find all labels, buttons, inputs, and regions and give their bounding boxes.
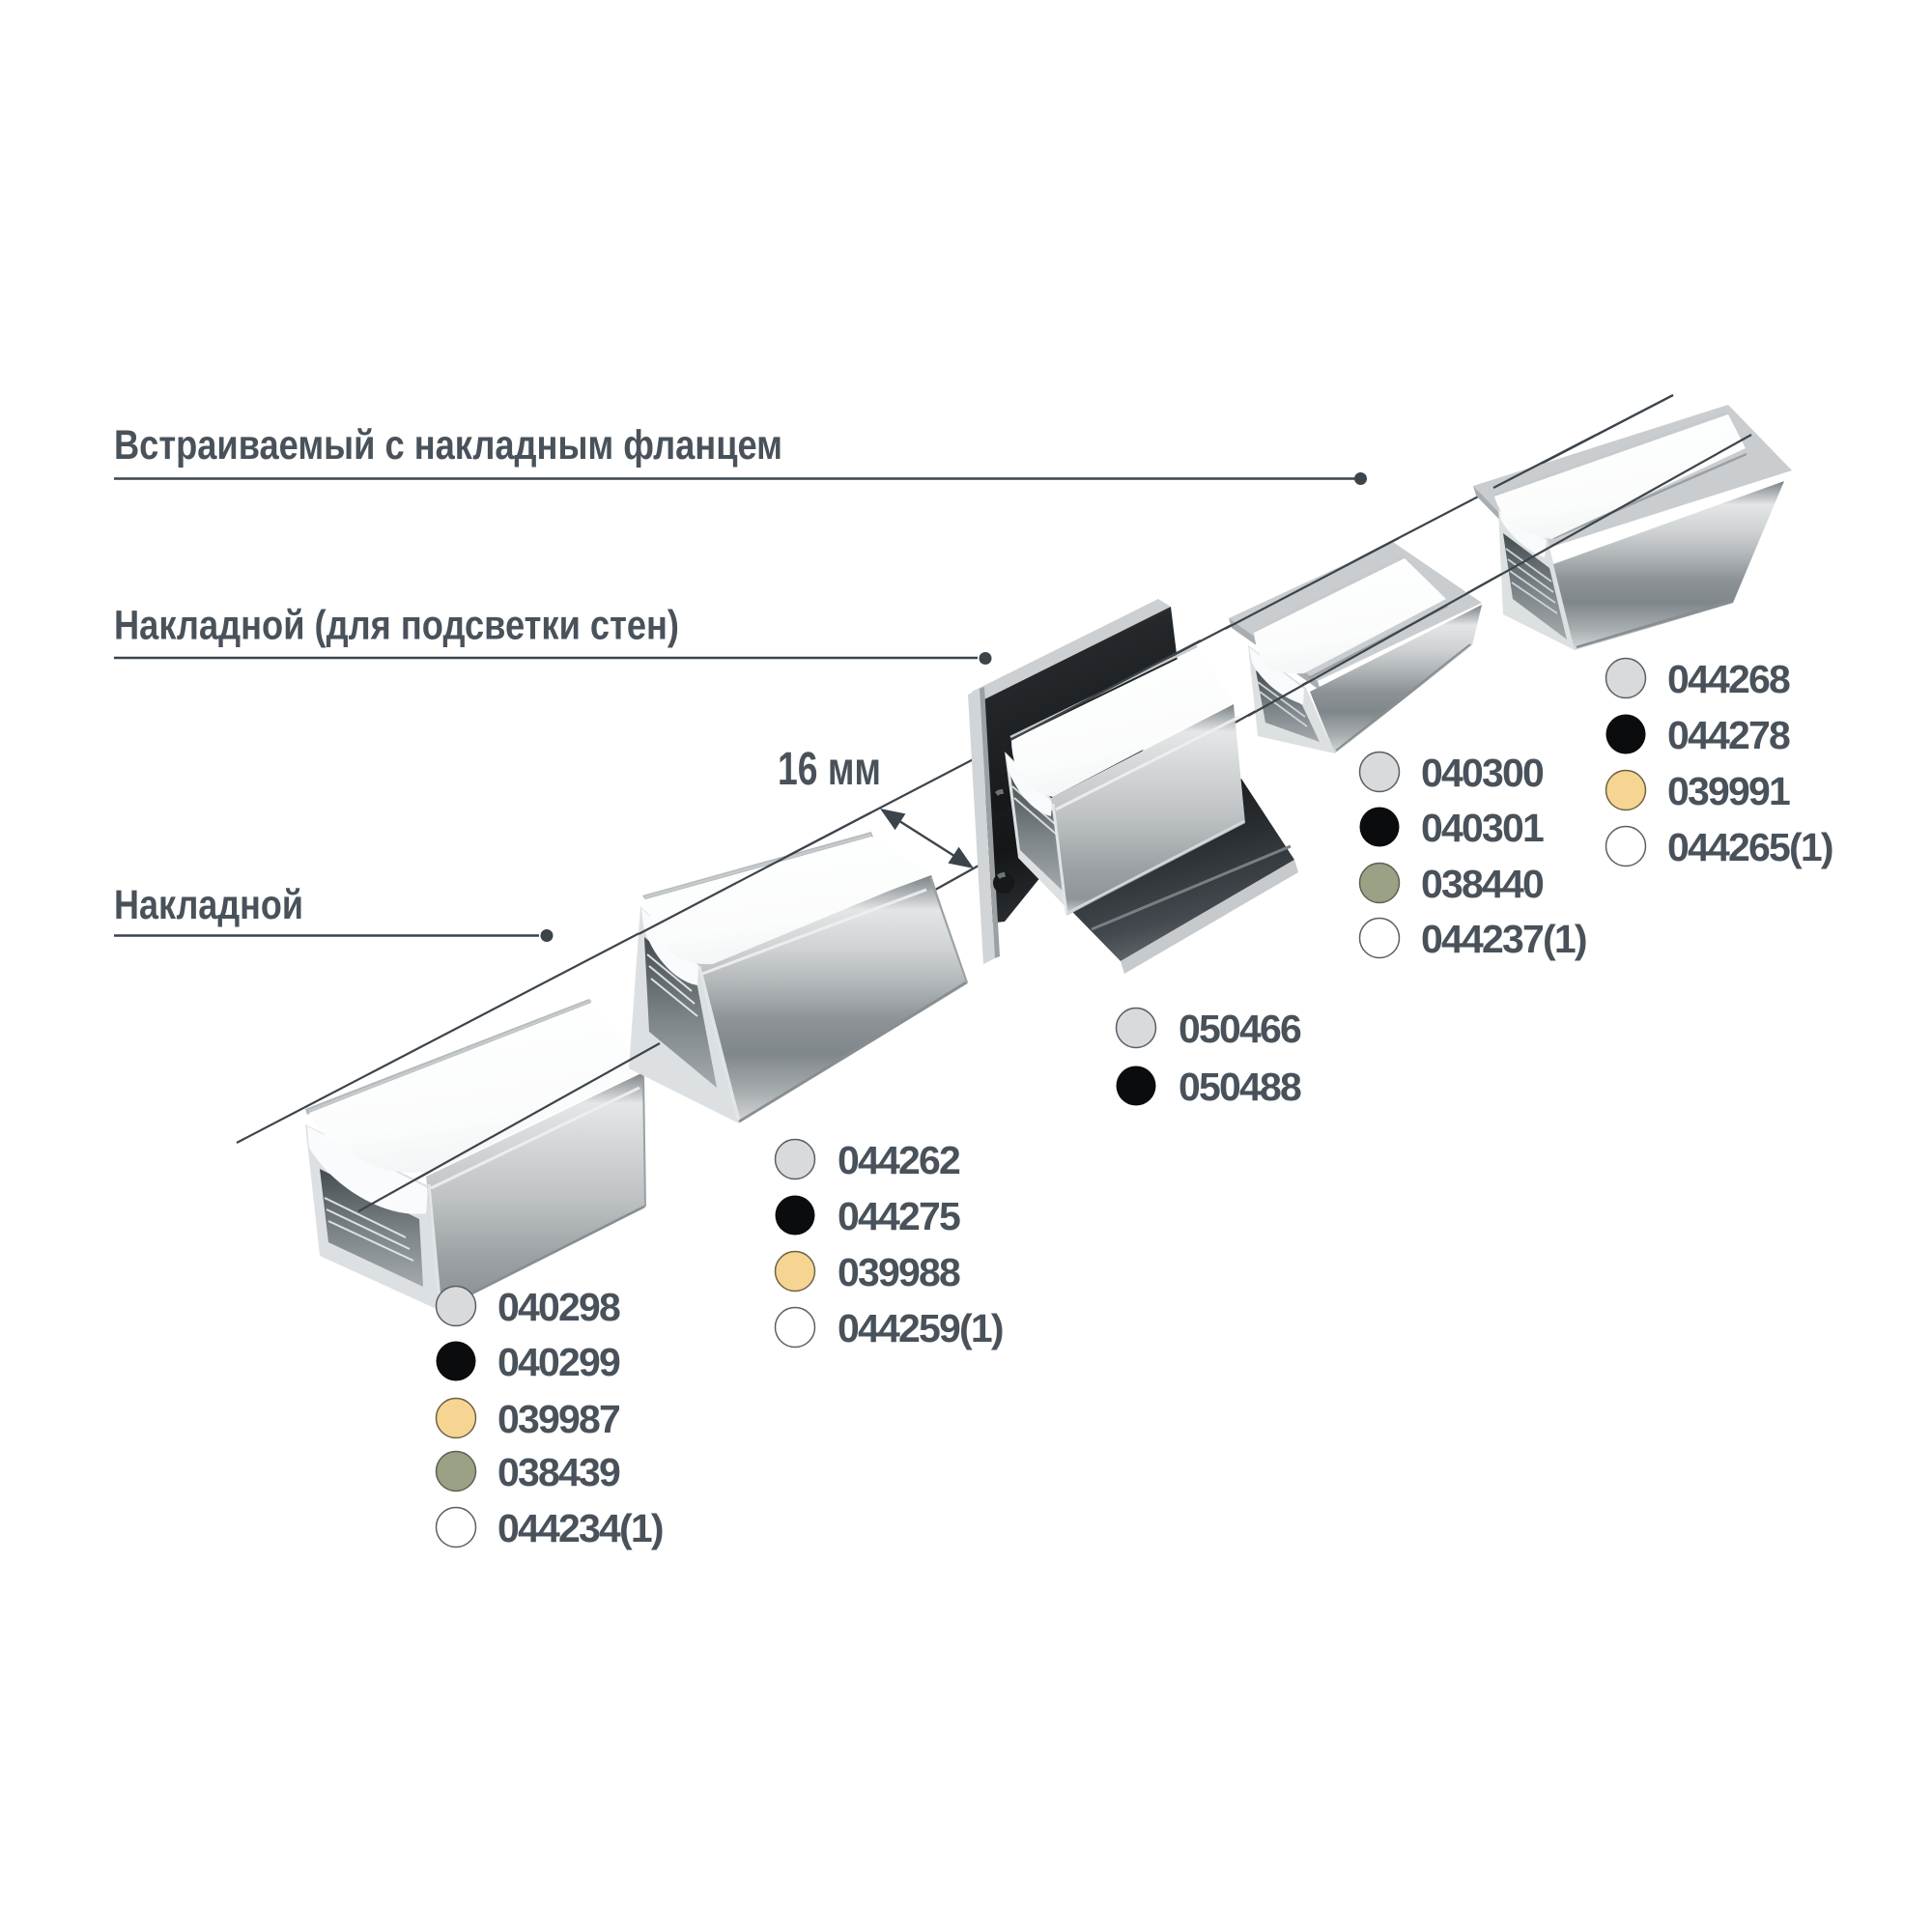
svg-text:038440: 038440 [1421,862,1544,906]
svg-text:040301: 040301 [1421,806,1544,850]
svg-text:044275: 044275 [838,1194,960,1238]
svg-text:040298: 040298 [497,1285,620,1329]
svg-text:044237(1): 044237(1) [1421,917,1586,961]
svg-text:16 мм: 16 мм [778,744,881,795]
svg-text:040300: 040300 [1421,751,1544,795]
svg-text:050466: 050466 [1179,1007,1301,1051]
svg-text:044278: 044278 [1667,713,1790,757]
svg-text:039987: 039987 [497,1397,619,1441]
svg-text:044259(1): 044259(1) [838,1306,1003,1350]
svg-text:050488: 050488 [1179,1065,1301,1109]
svg-text:039988: 039988 [838,1250,960,1294]
svg-text:044265(1): 044265(1) [1667,825,1833,869]
svg-text:040299: 040299 [497,1340,620,1384]
svg-text:Накладной (для подсветки стен): Накладной (для подсветки стен) [114,604,679,649]
svg-text:039991: 039991 [1667,769,1790,813]
svg-text:044234(1): 044234(1) [497,1506,663,1550]
svg-text:044268: 044268 [1667,657,1790,701]
svg-text:038439: 038439 [497,1450,620,1494]
svg-text:Накладной: Накладной [114,883,303,928]
svg-text:044262: 044262 [838,1138,960,1182]
svg-text:Встраиваемый с накладным фланц: Встраиваемый с накладным фланцем [114,423,782,469]
